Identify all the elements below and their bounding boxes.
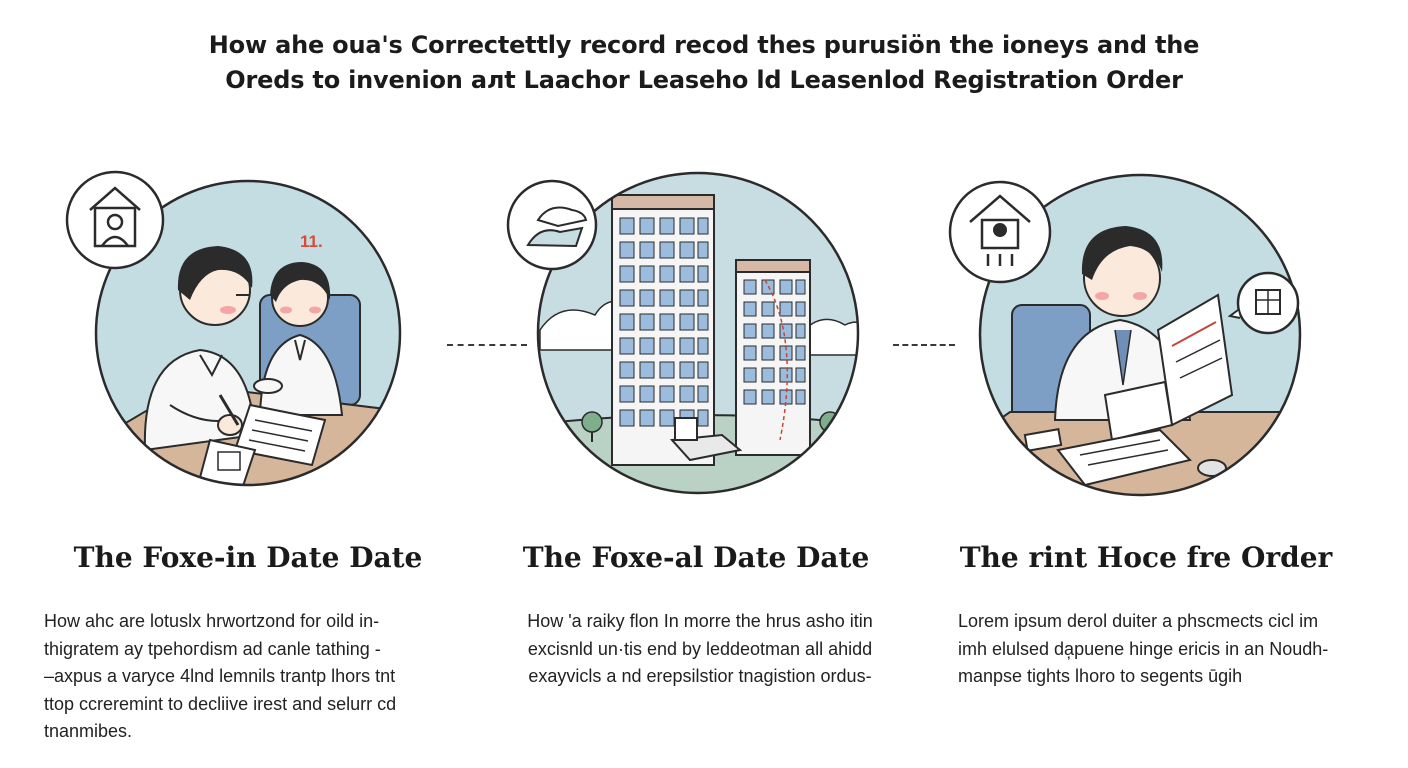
panel-3-body-line: manpse tights lhoro to segents ūgih bbox=[958, 666, 1243, 686]
panel-2-body-line: How 'a raiky flon In morre the hrus asho… bbox=[527, 611, 873, 631]
buildings-illustration bbox=[506, 171, 860, 495]
panel-2-body: How 'a raiky flon In morre the hrus asho… bbox=[470, 608, 930, 691]
panel-1-body-line: How ahc are lotuslх hrwortzond for oild … bbox=[44, 611, 380, 631]
panel-2-body-line: exayvicls a nd erepsilstior tnagistion o… bbox=[528, 666, 872, 686]
panel-3-body: Lorem ipsum derol duiter a phsсmects cic… bbox=[958, 608, 1328, 691]
panel-1-illustration bbox=[50, 150, 430, 510]
panel-1-body-line: –axpus a varyce 4lnd lemnils trantp lhor… bbox=[44, 666, 396, 686]
panel-3-body-line: Lorem ipsum derol duiter a phsсmects cic… bbox=[958, 611, 1319, 631]
panel-3-illustration bbox=[940, 150, 1360, 510]
panel-2-illustration bbox=[500, 150, 920, 510]
meeting-illustration bbox=[65, 170, 402, 487]
panel-1-heading: The Foxe-in Date Date bbox=[73, 541, 423, 574]
panel-2-heading: The Foxe-al Date Date bbox=[522, 541, 870, 574]
panel-3-heading: The rint Hoce fre Order bbox=[959, 541, 1333, 574]
title-line-1: How ahe oua's Correctettly record recod … bbox=[208, 31, 1200, 59]
panel-1-body: How ahc are lotuslх hrwortzond for oild … bbox=[44, 608, 396, 746]
document-review-illustration bbox=[948, 173, 1302, 497]
panel-1-body-line: thigratem ay tpehoгdism ad canle tathing… bbox=[44, 638, 381, 659]
panel-3-body-line: imh elulsed da̦puene hinge ericis in an … bbox=[958, 638, 1329, 659]
house-person-icon bbox=[65, 170, 165, 270]
annotation-badge: 11. bbox=[300, 232, 323, 251]
panel-1-body-line: ttop ccreremint to decliive irest and se… bbox=[44, 693, 397, 714]
title-line-2: Oreds to invenion aлt Laachor Leaseho ld… bbox=[225, 66, 1183, 94]
panel-1-body-line: tnanmibes. bbox=[44, 721, 133, 741]
connector-line-1 bbox=[447, 344, 527, 346]
page-title: How ahe oua's Correctettly record recod … bbox=[0, 28, 1408, 98]
panel-2-body-line: excisnld un·tis end by leddeotman all ah… bbox=[527, 638, 873, 659]
connector-line-2 bbox=[893, 344, 955, 346]
